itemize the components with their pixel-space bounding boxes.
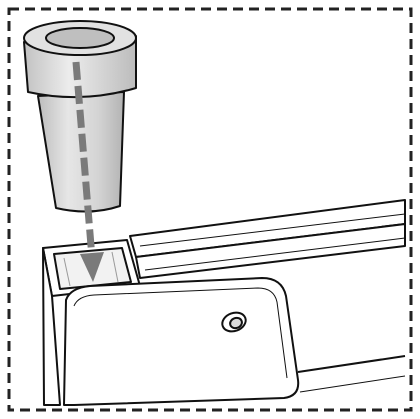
mounting-plate bbox=[64, 278, 405, 405]
